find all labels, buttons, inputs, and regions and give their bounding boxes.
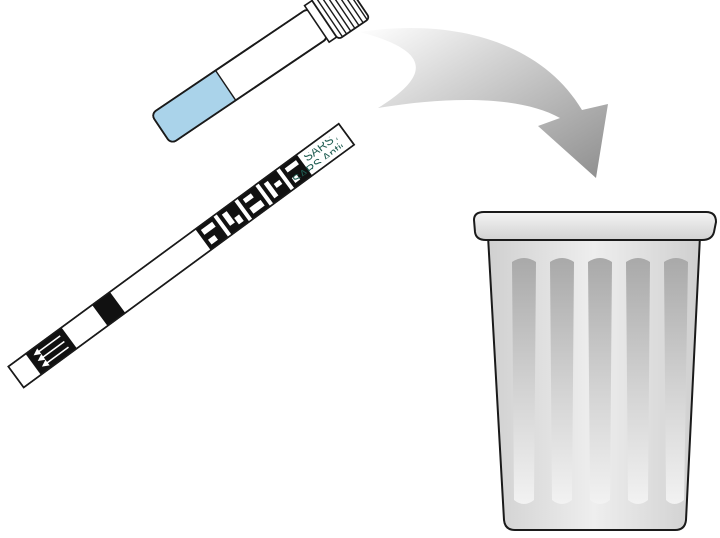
trash-bin-icon	[474, 212, 716, 530]
curved-arrow-icon	[360, 28, 608, 178]
